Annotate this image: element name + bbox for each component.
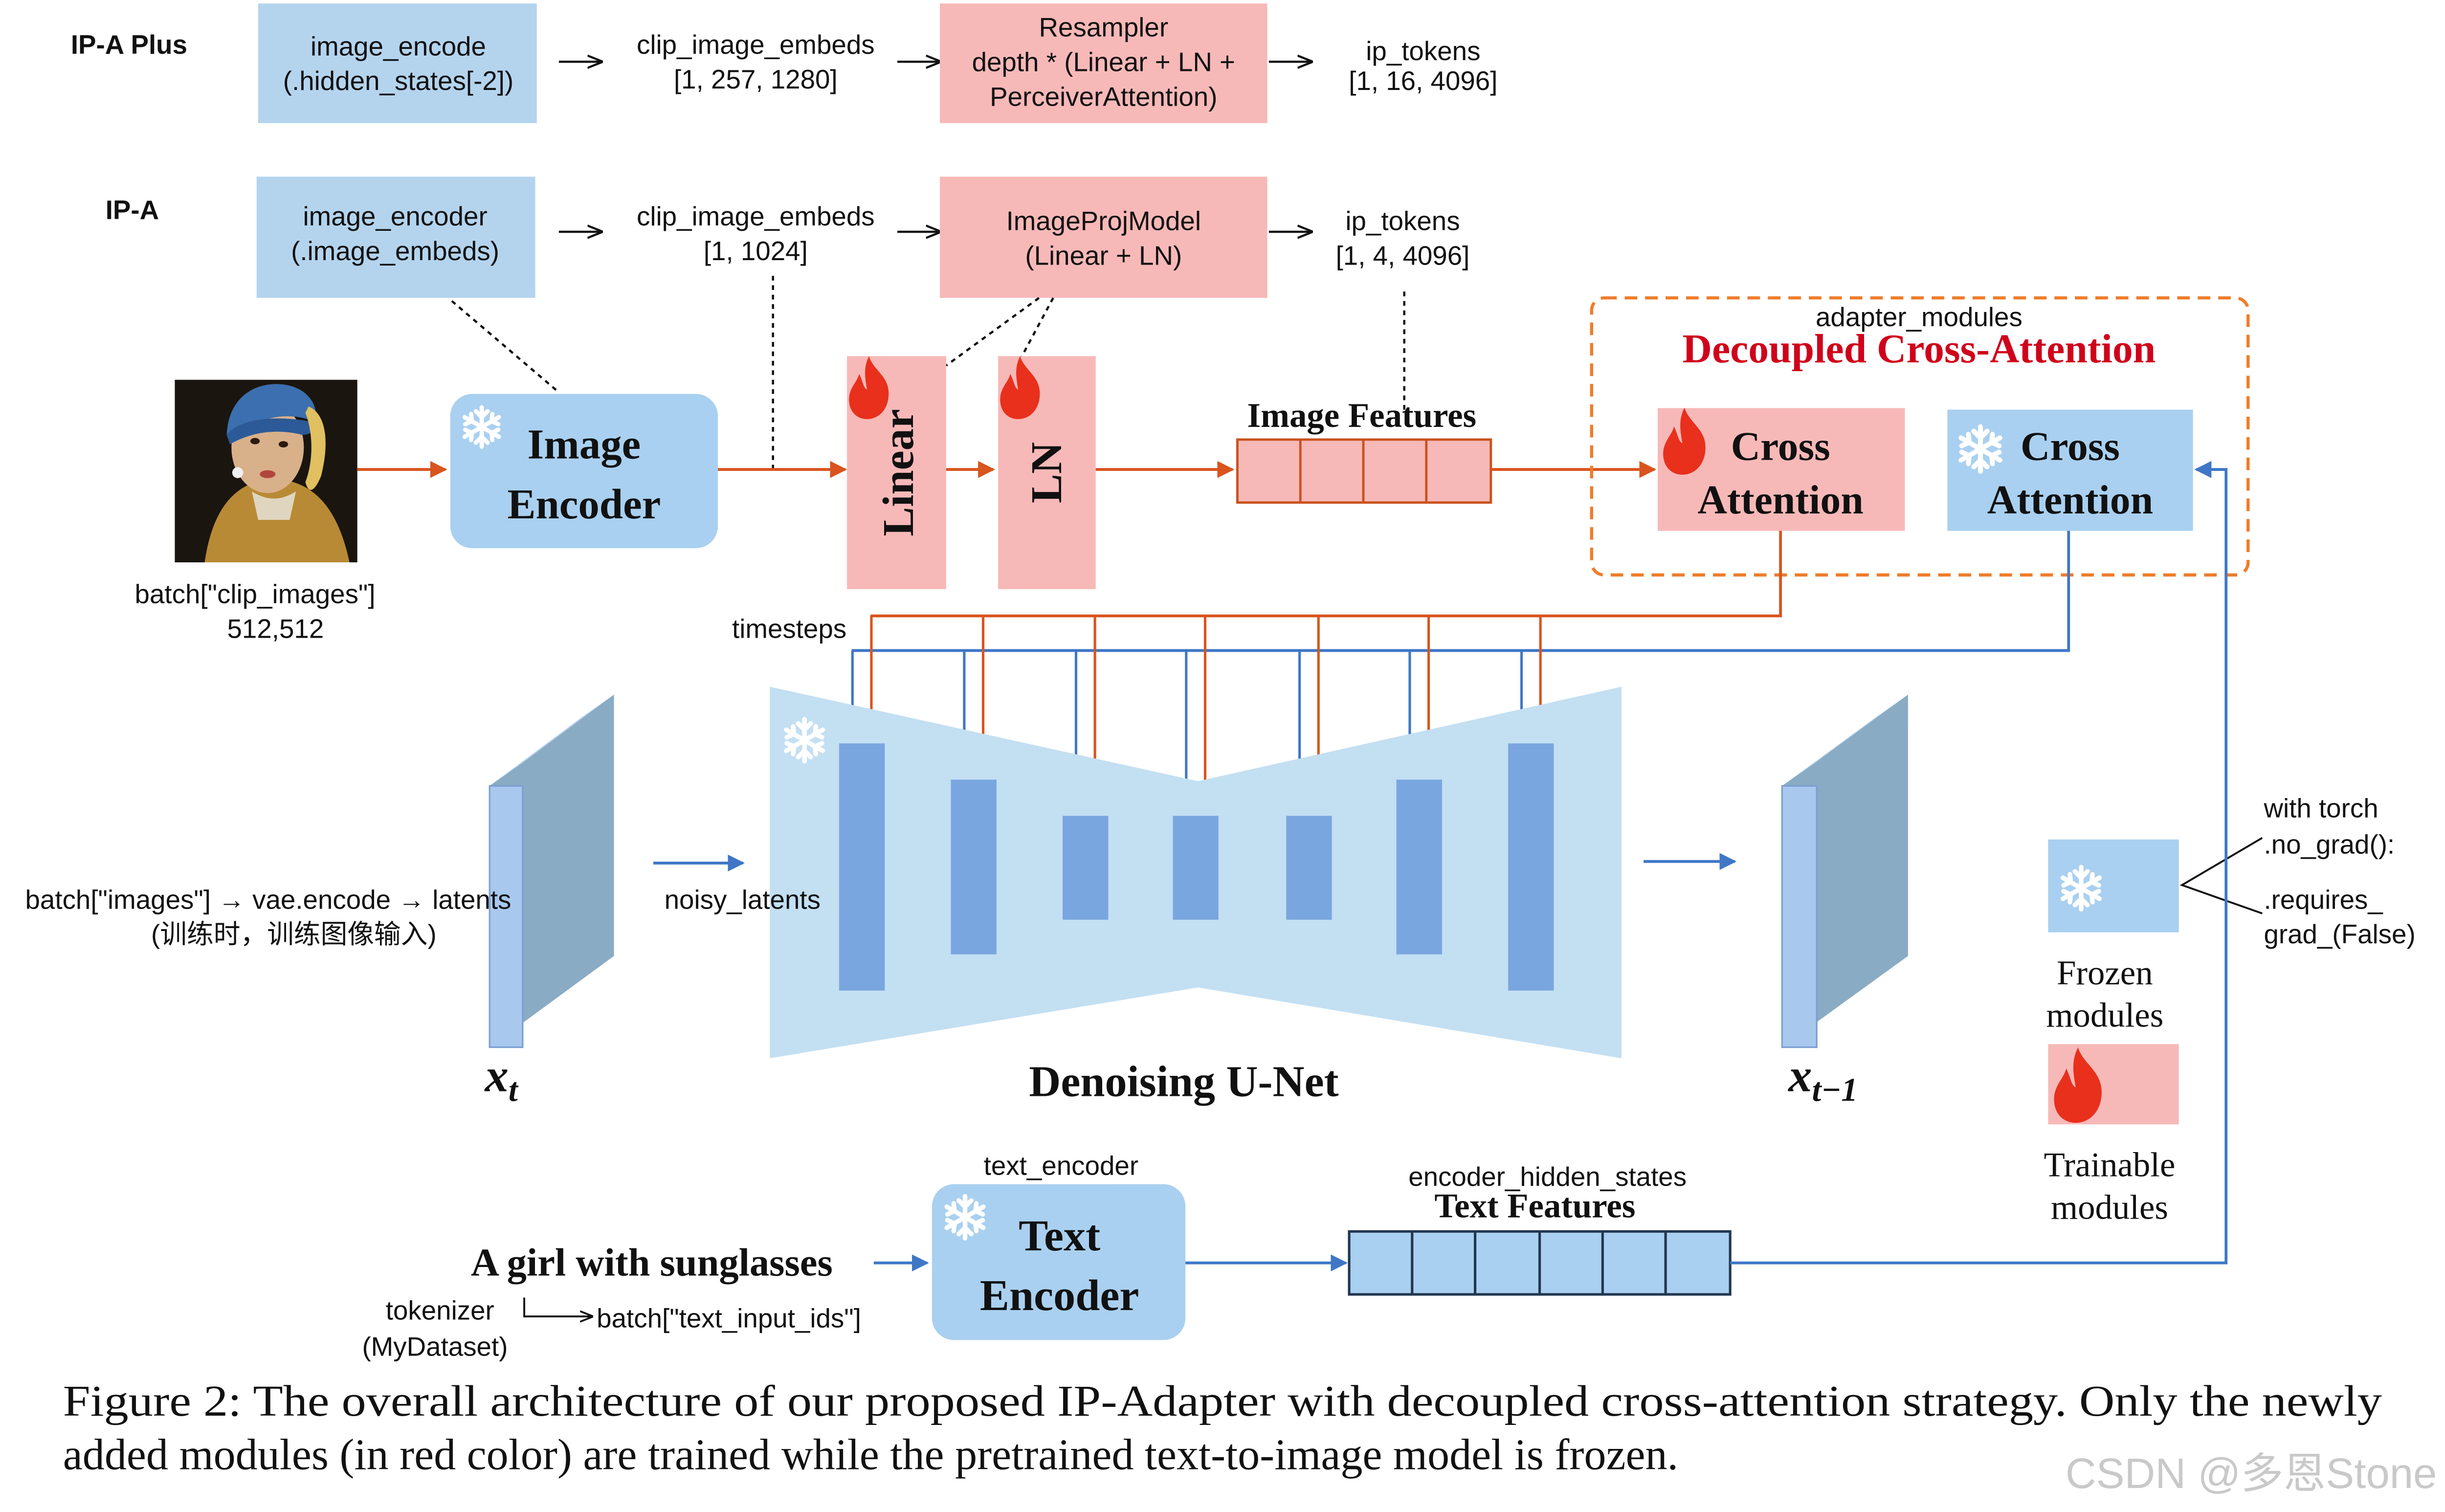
ipa-tokens-line2: [1, 4, 4096] [1336,241,1470,271]
ipa-encoder-line2: (.image_embeds) [291,236,499,266]
decoupled-cross-attention-frame [1590,296,2250,577]
unet-block-7 [1508,743,1554,991]
dotted-encoder-to-image-encoder [451,300,560,394]
latent-xt-minus-1 [1781,694,1908,1048]
watermark: CSDN @多恩Stone [2066,1450,2437,1497]
image-encoder-line2: Encoder [507,481,661,528]
ipa-plus-tokens-line1: ip_tokens [1366,36,1480,66]
frozen-ca-line2: Attention [1987,477,2153,523]
legend-torch-line1: with torch [2263,793,2378,823]
figure-caption-line2: added modules (in red color) are trained… [63,1430,1678,1479]
trainable-ca-line1: Cross [1731,424,1830,469]
ipa-plus-tokens-line2: [1, 16, 4096] [1349,66,1497,96]
frozen-attention-bus [851,531,2070,652]
trainable-attention-bus [870,531,1782,618]
image-encoder-box [450,394,718,549]
legend-req-line1: .requires_ [2264,884,2383,914]
image-features-label: Image Features [1247,397,1476,435]
clip-images-label-line1: batch["clip_images"] [135,579,376,609]
legend-trainable-line1: Trainable [2044,1146,2176,1184]
timesteps-label: timesteps [732,614,846,644]
image-proj-line2: (Linear + LN) [1025,241,1182,271]
latent-xt [489,694,614,1048]
ipa-encoder-box [256,177,535,298]
unet-block-5 [1286,816,1332,920]
ipa-encoder-line1: image_encoder [303,201,487,231]
ipa-embeds-line1: clip_image_embeds [637,201,875,231]
frozen-ca-line1: Cross [2021,424,2120,469]
encoder-hidden-states-label: encoder_hidden_states [1408,1161,1687,1192]
legend-frozen-line1: Frozen [2057,954,2153,992]
unet-block-6 [1396,779,1442,955]
legend-torch-line2: .no_grad(): [2264,829,2395,860]
linear-layer-label: Linear [874,409,923,536]
text-encoder-box [932,1184,1186,1340]
tokenizer-line1: tokenizer [386,1295,494,1326]
resampler-line1: Resampler [1039,12,1169,43]
tokenizer-arrow [523,1297,592,1316]
ipa-plus-encoder-box [258,3,537,123]
text-input-ids-label: batch["text_input_ids"] [597,1303,861,1334]
figure-caption-line1: Figure 2: The overall architecture of ou… [63,1377,2382,1425]
ipa-embeds-line2: [1, 1024] [704,236,808,266]
unet-label: Denoising U-Net [1029,1057,1338,1106]
image-features-tokens [1236,438,1492,504]
trainable-cross-attention-box [1658,408,1905,531]
legend-frozen-line2: modules [2046,997,2163,1035]
arrow-text-features-to-frozen-attention [1730,461,2228,1265]
text-encoder-label: text_encoder [984,1150,1138,1180]
latents-input-line1: batch["images"] → vae.encode → latents [25,884,511,914]
noisy-latents-label: noisy_latents [665,884,821,914]
resampler-line2: depth * (Linear + LN + [972,47,1235,77]
image-encoder-line1: Image [528,421,641,468]
image-proj-line1: ImageProjModel [1006,206,1201,236]
text-features-label: Text Features [1434,1187,1635,1225]
unet-block-2 [951,779,997,955]
unet-block-4 [1173,816,1219,920]
legend-callout-lines [2179,837,2263,914]
decoupled-cross-attention-title: Decoupled Cross-Attention [1683,326,2156,372]
latents-input-line2: (训练时，训练图像输入) [151,919,437,949]
legend-req-line2: grad_(False) [2264,919,2415,949]
text-encoder-line2: Encoder [980,1271,1139,1320]
ln-layer-label: LN [1022,442,1071,503]
text-encoder-line1: Text [1019,1212,1100,1260]
xt-minus-1-label: xt−1 [1787,1049,1858,1108]
dotted-proj-to-linear [945,297,1040,367]
resampler-box [939,3,1267,123]
clip-images-label-line2: 512,512 [227,614,324,644]
unet-blocks [839,743,1554,991]
input-portrait-image [175,379,357,563]
ipa-plus-embeds-line1: clip_image_embeds [637,29,875,60]
text-features-tokens [1348,1230,1732,1296]
adapter-modules-label: adapter_modules [1816,302,2023,332]
unet-block-3 [1063,816,1109,920]
trainable-ca-line2: Attention [1697,477,1863,523]
ipa-plus-encoder-line2: (.hidden_states[-2]) [283,66,513,96]
ipa-plus-label: IP-A Plus [71,29,187,60]
ipa-label: IP-A [106,195,159,225]
image-proj-model-box [939,177,1267,298]
legend-trainable-line2: modules [2051,1189,2168,1227]
ipa-tokens-line1: ip_tokens [1345,206,1460,236]
legend-frozen-swatch [2048,839,2179,933]
ipa-plus-encoder-line1: image_encode [311,31,486,61]
tokenizer-line2: (MyDataset) [362,1332,508,1362]
dotted-proj-to-ln [1017,297,1054,363]
ipa-plus-embeds-line2: [1, 257, 1280] [674,64,838,94]
prompt-text: A girl with sunglasses [471,1241,833,1284]
resampler-line3: PerceiverAttention) [990,81,1217,111]
xt-label: xt [484,1049,519,1108]
unet-block-1 [839,743,885,991]
